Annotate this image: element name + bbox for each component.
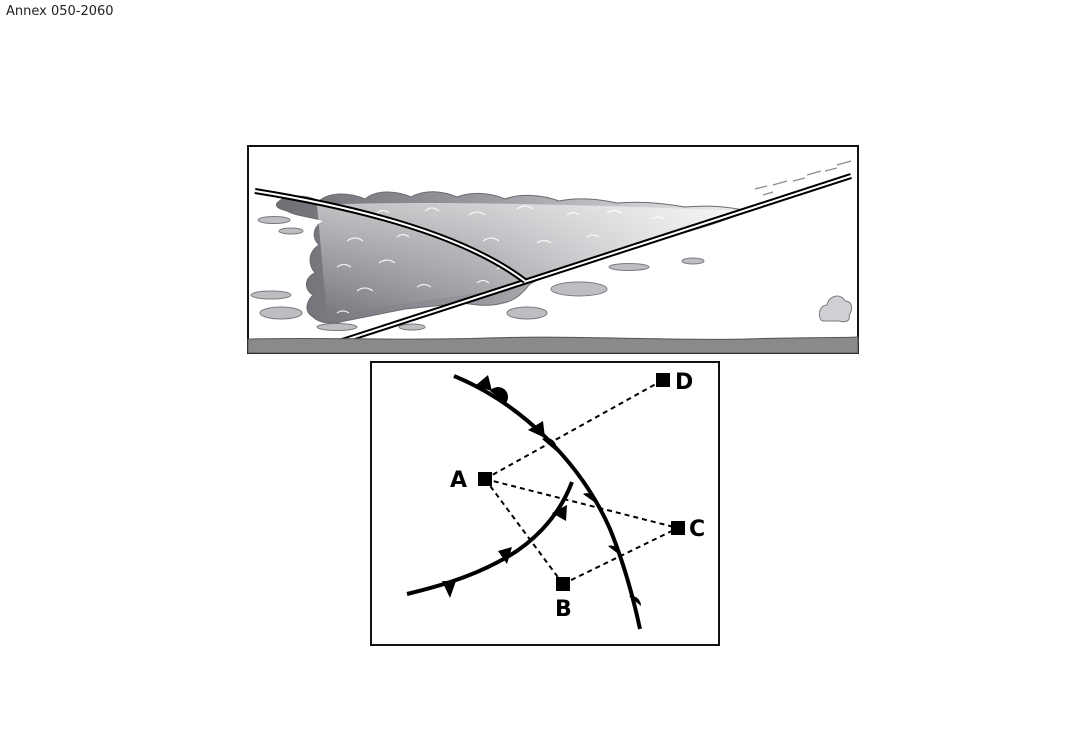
station-a-marker	[478, 472, 492, 486]
line-a-c	[484, 478, 679, 529]
main-front-line	[453, 374, 642, 630]
cloud-texture	[336, 205, 665, 314]
cirrus-wisps	[754, 160, 852, 196]
label-c: C	[689, 517, 705, 542]
line-a-d	[484, 379, 664, 480]
small-clouds	[250, 216, 705, 331]
station-c-marker	[671, 521, 685, 535]
warm-front-surface	[332, 173, 852, 347]
label-d: D	[675, 370, 693, 395]
annex-label: Annex 050-2060	[6, 4, 114, 19]
front-map-frame	[370, 361, 720, 646]
occlusion-cross-section	[247, 145, 859, 354]
occlusion-front-map: A B C D	[370, 361, 720, 646]
label-b: B	[555, 597, 572, 622]
cold-front-symbols	[442, 375, 567, 598]
label-a: A	[450, 468, 467, 493]
ground	[247, 336, 859, 354]
cold-front-surface	[254, 188, 527, 284]
warm-front-symbols	[490, 387, 642, 606]
line-a-b	[484, 478, 564, 585]
small-cumulus	[818, 295, 853, 323]
station-markers	[478, 373, 685, 591]
station-b-marker	[556, 577, 570, 591]
station-d-marker	[656, 373, 670, 387]
